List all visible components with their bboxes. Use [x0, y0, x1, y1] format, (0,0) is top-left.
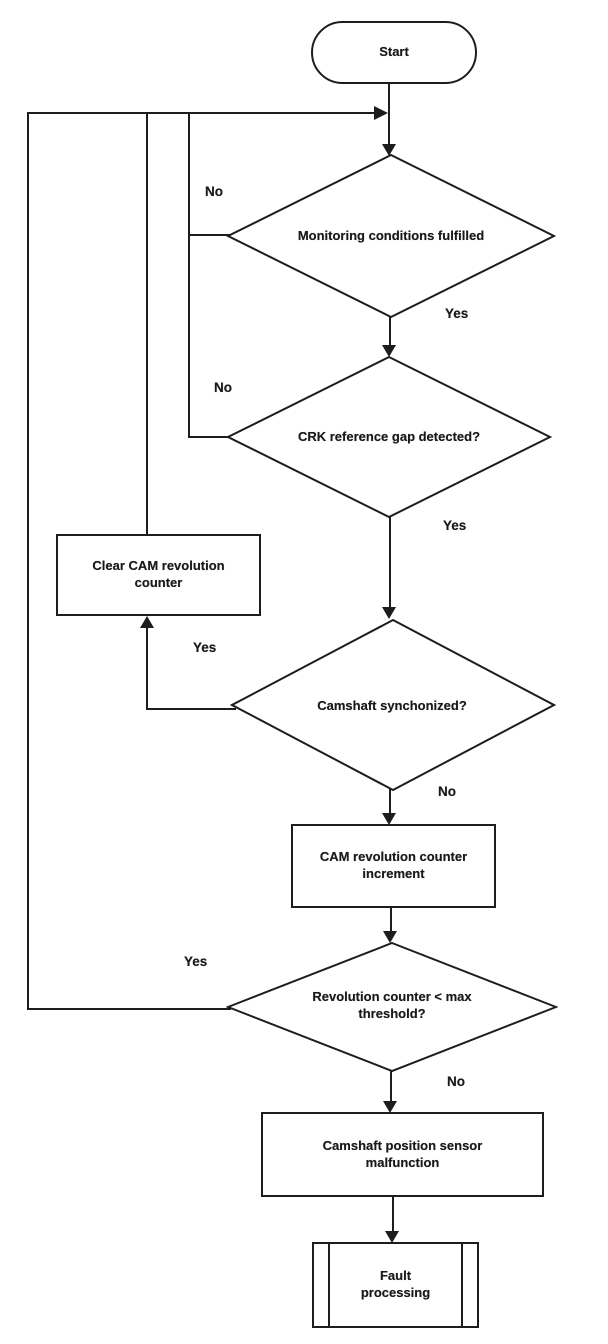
- start-node: Start: [311, 21, 477, 84]
- decision-crk-gap-shape: [226, 355, 552, 519]
- decision-monitoring-label-box: Monitoring conditions fulfilled: [266, 224, 516, 248]
- decision-monitoring-label: Monitoring conditions fulfilled: [297, 227, 485, 243]
- decision-revolution-threshold-shape: [226, 941, 558, 1073]
- arrowhead-into-crk-icon: [382, 345, 396, 357]
- connector-clearbox-output: [146, 112, 148, 536]
- arrowhead-into-increment-icon: [382, 813, 396, 825]
- connector-loop-left: [27, 112, 29, 1010]
- connector-no-merge-vertical: [188, 112, 190, 438]
- decision-camshaft-sync-shape: [230, 618, 556, 792]
- predefined-fault-processing-label: Fault processing: [360, 1268, 431, 1300]
- decision-crk-gap: [226, 355, 552, 519]
- arrowhead-into-sync-icon: [382, 607, 396, 619]
- edge-label-sync-yes: Yes: [193, 640, 217, 655]
- connector-malfunction-to-fault: [392, 1195, 394, 1233]
- decision-crk-gap-label: CRK reference gap detected?: [297, 428, 481, 444]
- arrowhead-into-threshold-icon: [383, 931, 397, 943]
- arrowhead-loop-into-main-icon: [374, 106, 388, 120]
- decision-revolution-threshold-label-box: Revolution counter < max threshold?: [302, 986, 482, 1026]
- connector-monitoring-to-crk: [389, 317, 391, 348]
- connector-sync-yes-vertical: [146, 628, 148, 710]
- connector-loop-top: [27, 112, 380, 114]
- edge-label-monitoring-no: No: [205, 184, 223, 199]
- process-sensor-malfunction-label: Camshaft position sensor malfunction: [322, 1137, 483, 1170]
- decision-monitoring: [226, 153, 556, 319]
- process-clear-counter: Clear CAM revolution counter: [56, 534, 261, 616]
- arrowhead-into-clearbox-icon: [140, 616, 154, 628]
- process-clear-counter-label: Clear CAM revolution counter: [92, 558, 225, 590]
- edge-label-threshold-yes: Yes: [184, 954, 208, 969]
- connector-sync-yes-horizontal: [146, 708, 236, 710]
- arrowhead-into-fault-icon: [385, 1231, 399, 1243]
- decision-camshaft-sync: [230, 618, 556, 792]
- predefined-right-bar: [461, 1244, 463, 1326]
- edge-label-sync-no: No: [438, 784, 456, 799]
- decision-revolution-threshold-label: Revolution counter < max threshold?: [312, 989, 472, 1021]
- decision-crk-gap-label-box: CRK reference gap detected?: [264, 425, 514, 449]
- start-node-label: Start: [379, 44, 409, 60]
- connector-threshold-yes: [27, 1008, 231, 1010]
- decision-camshaft-sync-label: Camshaft synchonized?: [317, 697, 467, 713]
- process-sensor-malfunction: Camshaft position sensor malfunction: [261, 1112, 544, 1197]
- edge-label-monitoring-yes: Yes: [445, 306, 469, 321]
- decision-revolution-threshold: [226, 941, 558, 1073]
- edge-label-threshold-no: No: [447, 1074, 465, 1089]
- arrowhead-into-monitoring-icon: [382, 144, 396, 156]
- decision-monitoring-shape: [226, 153, 556, 319]
- decision-camshaft-sync-label-box: Camshaft synchonized?: [267, 694, 517, 718]
- process-counter-increment-label: CAM revolution counter increment: [319, 849, 468, 881]
- connector-threshold-to-malfunction: [390, 1071, 392, 1103]
- predefined-fault-processing: Fault processing: [312, 1242, 479, 1328]
- process-counter-increment: CAM revolution counter increment: [291, 824, 496, 908]
- arrowhead-into-malfunction-icon: [383, 1101, 397, 1113]
- connector-monitoring-no: [188, 234, 232, 236]
- predefined-left-bar: [328, 1244, 330, 1326]
- edge-label-crk-yes: Yes: [443, 518, 467, 533]
- connector-increment-to-threshold: [390, 906, 392, 933]
- connector-sync-to-increment: [389, 789, 391, 815]
- edge-label-crk-no: No: [214, 380, 232, 395]
- connector-start-to-monitoring: [388, 84, 390, 146]
- connector-crk-to-sync: [389, 517, 391, 609]
- connector-crk-no: [188, 436, 232, 438]
